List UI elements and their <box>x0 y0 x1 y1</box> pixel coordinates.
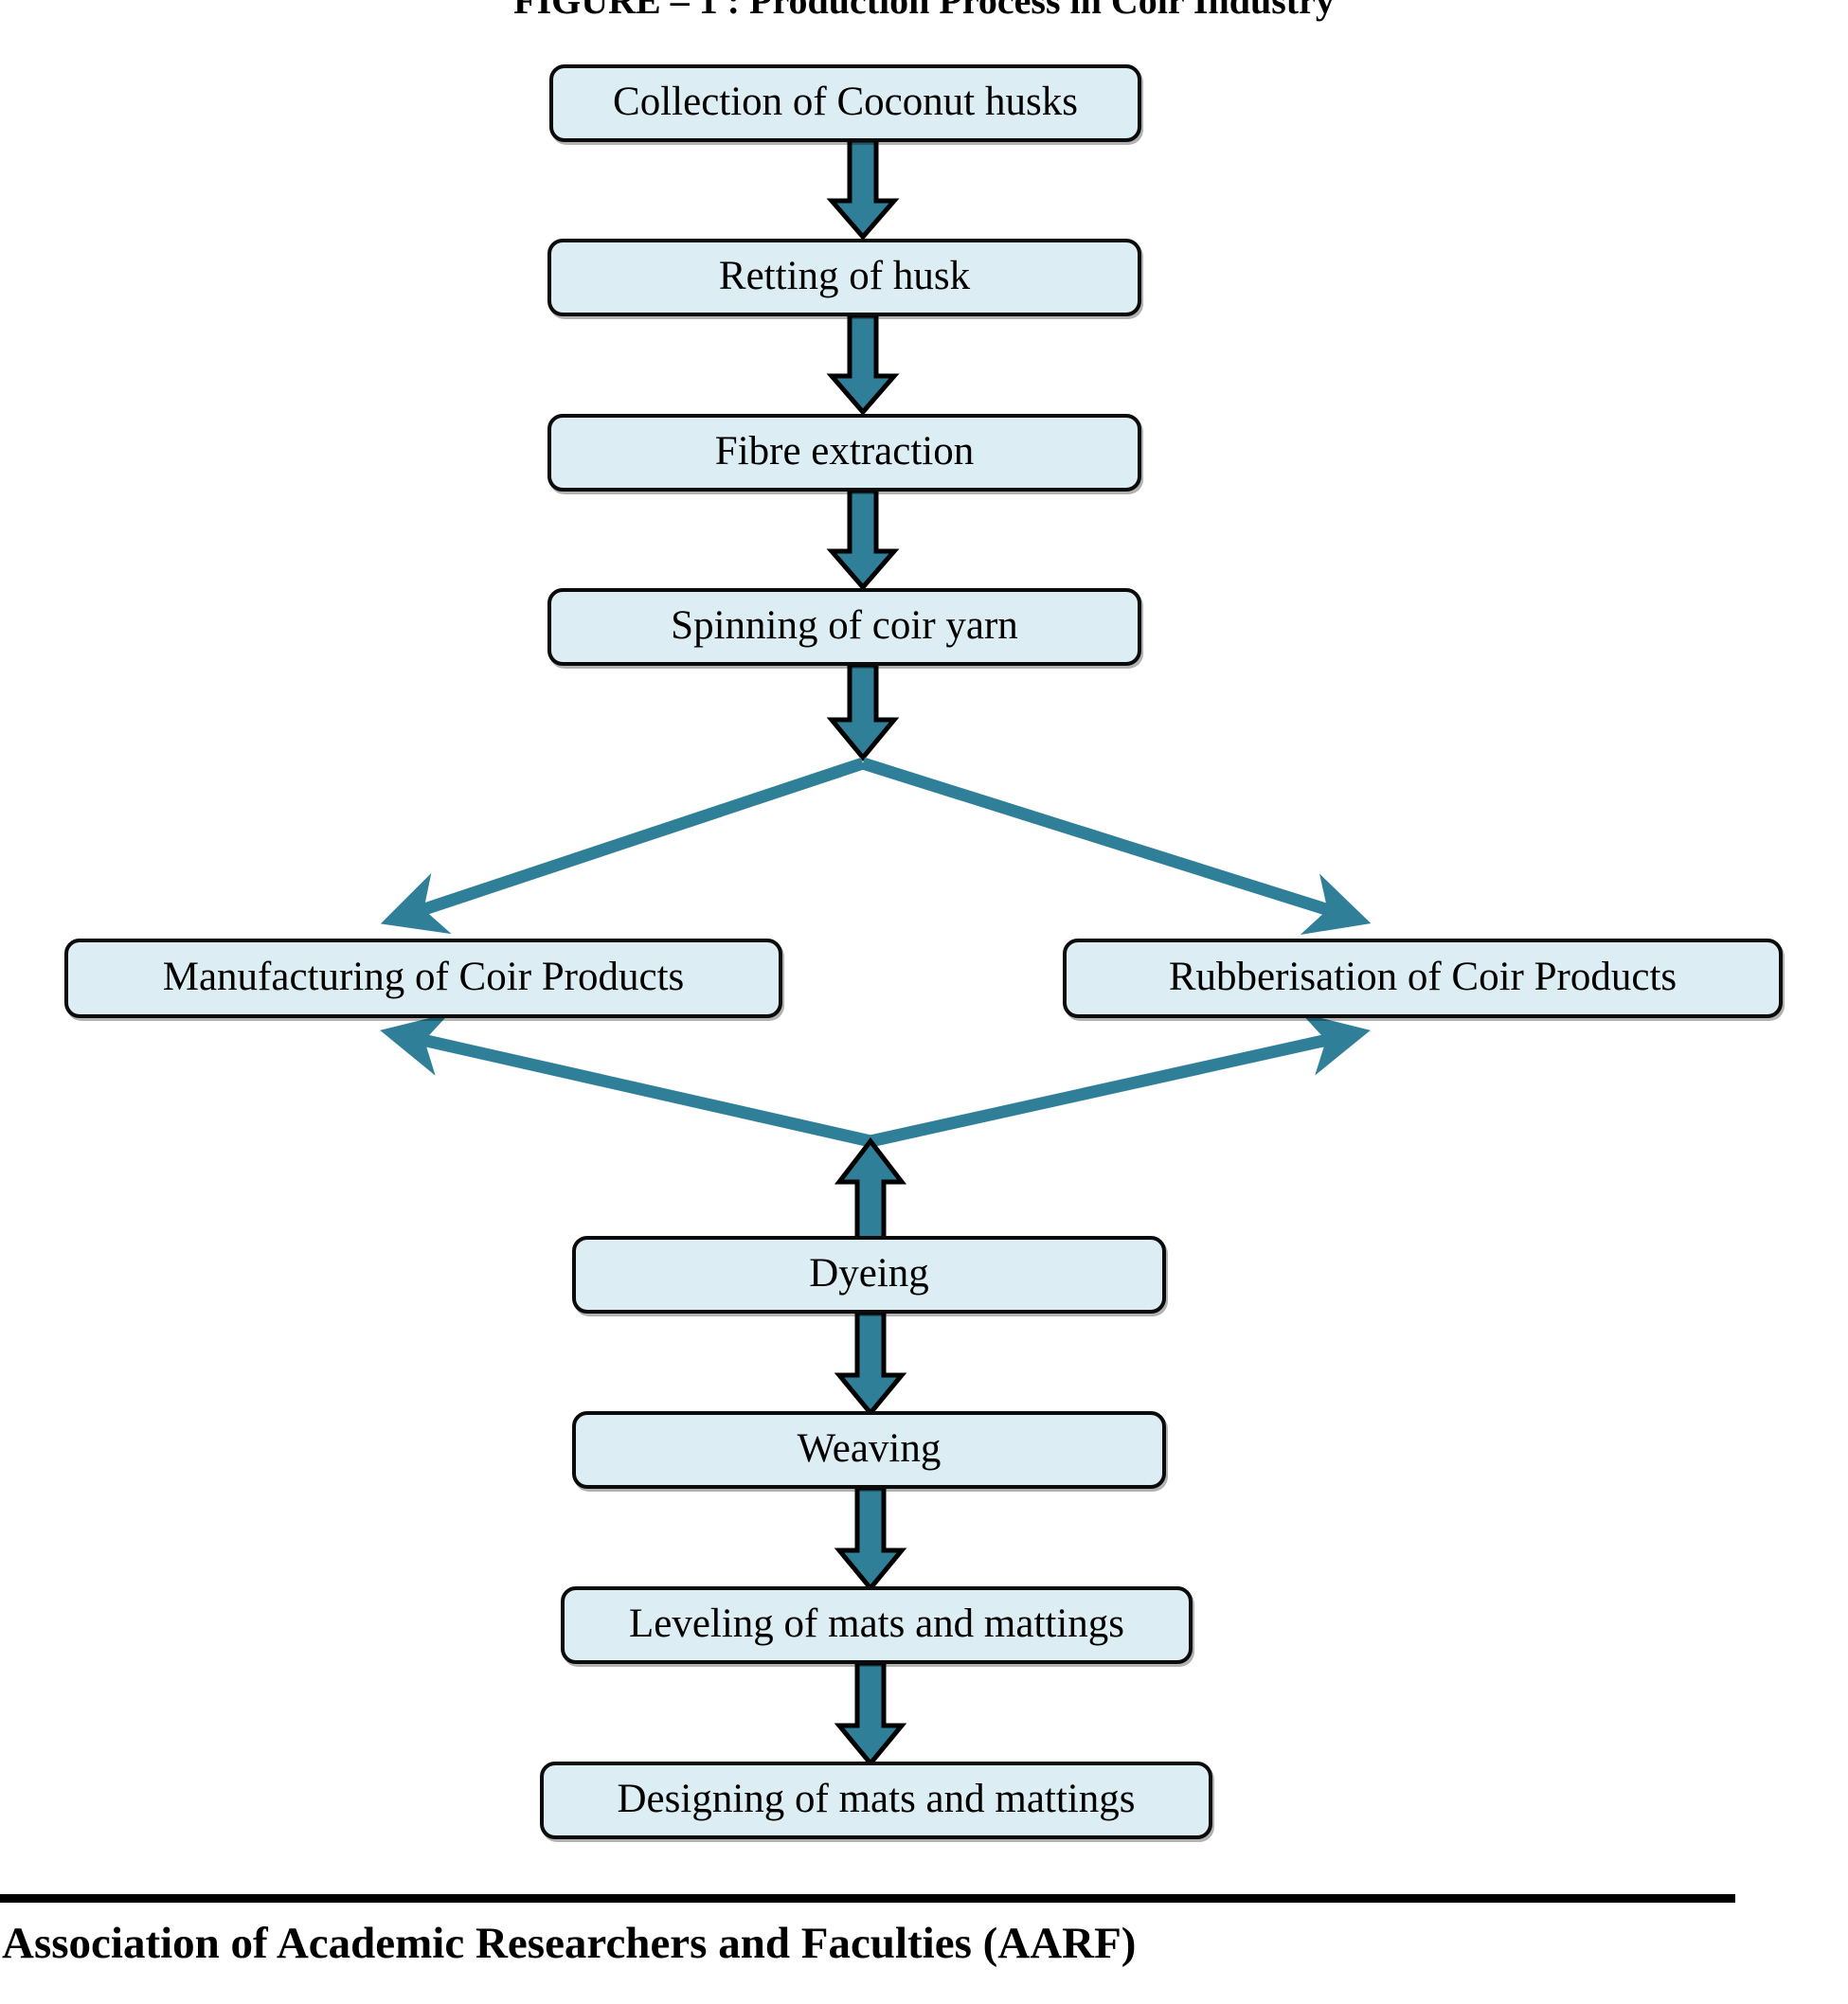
flow-node-designing-of-mats-and-mattings[interactable]: Designing of mats and mattings <box>540 1762 1212 1839</box>
flow-node-manufacturing-of-coir-products[interactable]: Manufacturing of Coir Products <box>64 939 782 1018</box>
flow-node-fibre-extraction[interactable]: Fibre extraction <box>547 414 1141 492</box>
arrow-dyeing-to-weaving <box>834 1310 907 1417</box>
flow-node-label: Fibre extraction <box>714 428 975 474</box>
arrow-split-to-manufacturing <box>380 757 866 935</box>
arrow-fibre-to-spinning <box>826 488 900 591</box>
flow-node-collection-of-coconut-husks[interactable]: Collection of Coconut husks <box>549 64 1141 142</box>
footer-divider <box>0 1894 1735 1903</box>
flow-node-spinning-of-coir-yarn[interactable]: Spinning of coir yarn <box>547 588 1141 666</box>
figure-title: FIGURE – 1 : Production Process in Coir … <box>513 0 1335 22</box>
footer-text: Association of Academic Researchers and … <box>2 1919 1137 1968</box>
flow-node-dyeing[interactable]: Dyeing <box>572 1236 1166 1314</box>
flow-node-label: Rubberisation of Coir Products <box>1168 954 1678 999</box>
flow-node-label: Spinning of coir yarn <box>671 602 1018 648</box>
arrow-lower-split-to-rubberisation <box>869 1012 1371 1148</box>
flow-node-rubberisation-of-coir-products[interactable]: Rubberisation of Coir Products <box>1063 939 1783 1018</box>
arrow-collection-to-retting <box>826 137 900 241</box>
arrow-retting-to-fibre <box>826 313 900 416</box>
flow-node-retting-of-husk[interactable]: Retting of husk <box>547 239 1141 316</box>
flow-node-label: Manufacturing of Coir Products <box>162 954 685 999</box>
arrow-spinning-to-split <box>826 662 900 761</box>
arrow-dyeing-to-lower-split <box>834 1136 907 1253</box>
flow-node-weaving[interactable]: Weaving <box>572 1411 1166 1489</box>
flow-node-label: Dyeing <box>809 1250 929 1296</box>
arrow-leveling-to-designing <box>834 1660 907 1767</box>
flow-node-leveling-of-mats-and-mattings[interactable]: Leveling of mats and mattings <box>561 1586 1193 1664</box>
flow-node-label: Leveling of mats and mattings <box>628 1601 1125 1646</box>
flow-node-label: Collection of Coconut husks <box>613 79 1078 124</box>
arrow-lower-split-to-manufacturing <box>380 1012 872 1148</box>
flow-node-label: Weaving <box>797 1425 942 1471</box>
flow-node-label: Designing of mats and mattings <box>617 1776 1136 1821</box>
arrow-weaving-to-leveling <box>834 1485 907 1592</box>
flow-node-label: Retting of husk <box>718 253 971 298</box>
arrow-split-to-rubberisation <box>861 757 1372 935</box>
